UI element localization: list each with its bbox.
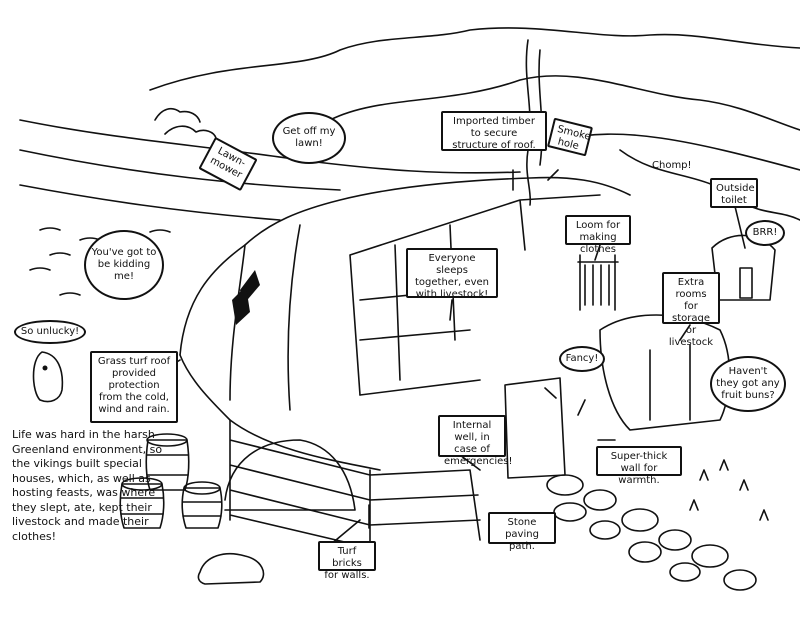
island-1	[154, 107, 201, 123]
get-off-lawn-speech-bubble: Get off my lawn!	[272, 112, 346, 164]
entrance-door	[504, 377, 566, 479]
grass-turf-roof-label: Grass turf roof provided protection from…	[90, 351, 178, 423]
island-2	[164, 125, 217, 139]
haystack	[224, 439, 356, 511]
barrels	[119, 433, 223, 529]
kidding-me-speech-bubble: You've got to be kidding me!	[84, 230, 164, 300]
sleeps-together-label: Everyone sleeps together, even with live…	[406, 248, 498, 300]
loom	[577, 254, 619, 311]
fancy-speech-bubble: Fancy!	[559, 346, 605, 372]
internal-well-label: Internal well, in case of emergencies!	[438, 415, 512, 467]
loom-label: Loom for making clothes	[565, 215, 631, 255]
outside-toilet-label: Outside toilet	[710, 178, 758, 208]
imported-timber-label: Imported timber to secure structure of r…	[441, 111, 547, 151]
so-unlucky-speech-bubble: So unlucky!	[14, 320, 86, 344]
chomp-text: Chomp!	[652, 160, 692, 171]
mountains-back	[149, 27, 800, 91]
mountains-front	[329, 75, 800, 131]
bird	[32, 351, 64, 403]
side-room	[599, 314, 731, 431]
roof-timbers	[349, 194, 601, 396]
turf-brick-wall	[229, 419, 371, 549]
intro-paragraph: Life was hard in the harsh Greenland env…	[12, 428, 163, 543]
super-thick-wall-label: Super-thick wall for warmth.	[596, 446, 682, 486]
brr-speech-bubble: BRR!	[745, 220, 785, 246]
stone-paving-label: Stone paving path.	[488, 512, 556, 552]
stone-paving	[546, 474, 757, 591]
turf-roof	[179, 176, 631, 356]
extra-rooms-label: Extra rooms for storage or livestock	[662, 272, 720, 348]
turf-bricks-label: Turf bricks for walls.	[318, 541, 376, 581]
fruit-buns-speech-bubble: Haven't they got any fruit buns?	[710, 356, 786, 412]
rock	[197, 552, 265, 585]
